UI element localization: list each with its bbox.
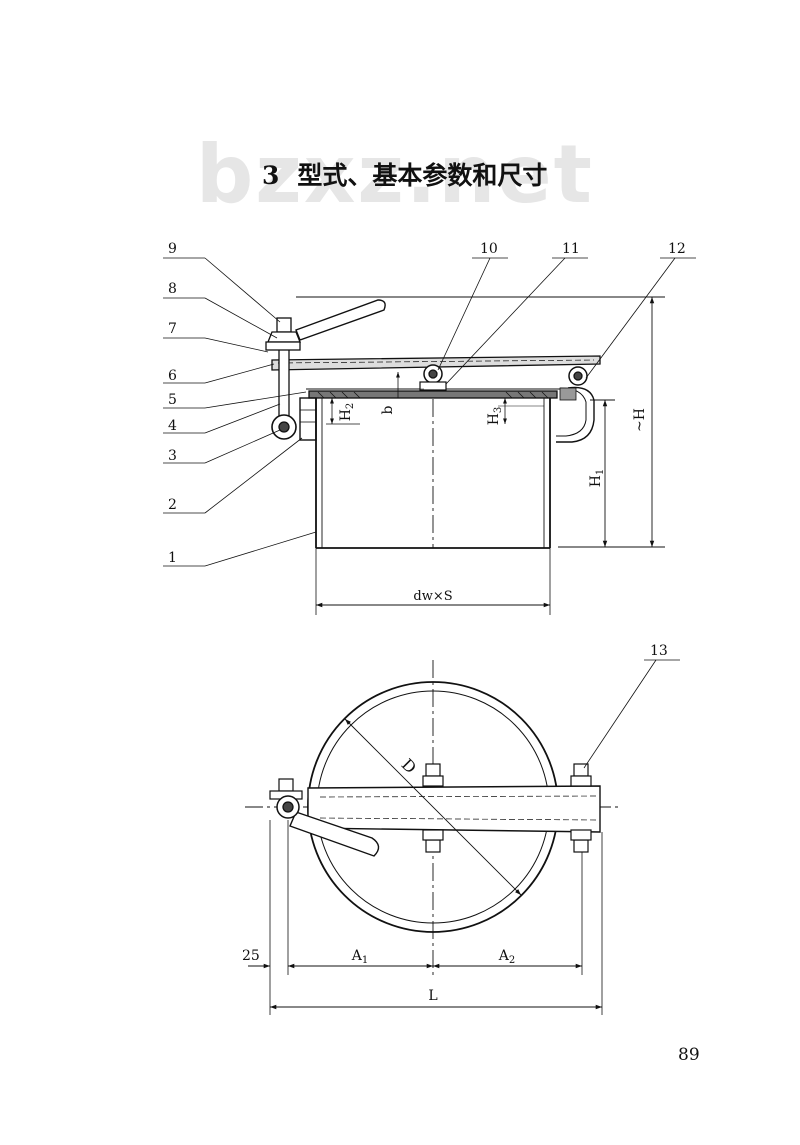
part-label-11: 11 (562, 241, 580, 257)
watermark: bzxz.net (196, 128, 594, 221)
part-label-4: 4 (168, 418, 177, 434)
dim-H2: H2 (338, 403, 356, 422)
section-title: 型式、基本参数和尺寸 (297, 161, 548, 190)
dim-H: ~H (632, 408, 648, 432)
dim-b: b (380, 405, 396, 414)
part-label-3: 3 (168, 448, 177, 464)
part-label-7: 7 (168, 321, 177, 337)
part-label-5: 5 (168, 392, 177, 408)
dim-H3: H3 (486, 407, 504, 426)
section-number: 3 (262, 161, 280, 190)
dim-L: L (428, 988, 437, 1004)
part-label-2: 2 (168, 497, 177, 513)
dim-A2: A2 (498, 948, 516, 966)
dim-D: D (398, 755, 421, 778)
elevation-view (163, 257, 696, 615)
part-label-10: 10 (480, 241, 498, 257)
part-labels: 9 8 7 6 5 4 3 2 1 10 11 12 13 (168, 241, 686, 659)
part-label-1: 1 (168, 550, 177, 566)
dim-dw-s: dw×S (413, 589, 452, 604)
part-label-8: 8 (168, 281, 177, 297)
dimension-labels: ~H H1 H2 b H3 dw×S D A1 A2 25 L (242, 403, 648, 1004)
page-number: 89 (678, 1045, 700, 1065)
part-label-13: 13 (650, 643, 668, 659)
plan-view (245, 659, 680, 1015)
part-label-9: 9 (168, 241, 177, 257)
dim-A1: A1 (351, 948, 369, 966)
dim-H1: H1 (588, 469, 606, 488)
section-heading: 3 型式、基本参数和尺寸 (262, 156, 547, 192)
dim-25: 25 (242, 948, 260, 964)
part-label-12: 12 (668, 241, 686, 257)
part-label-6: 6 (168, 368, 177, 384)
